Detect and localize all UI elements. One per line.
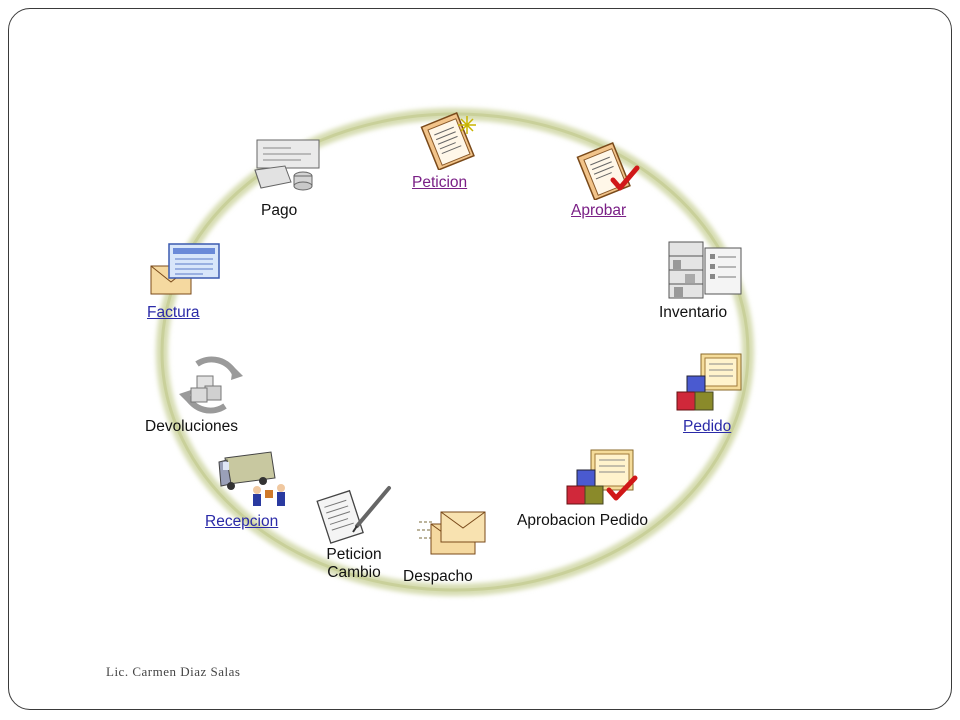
request-document-icon: [420, 112, 476, 170]
label-peticion-cambio[interactable]: Peticion Cambio: [317, 546, 391, 582]
label-pedido[interactable]: Pedido: [683, 418, 732, 435]
label-pago[interactable]: Pago: [261, 202, 298, 219]
node-despacho[interactable]: [417, 506, 489, 562]
label-peticion[interactable]: Peticion: [412, 174, 468, 191]
node-inventario[interactable]: [665, 240, 747, 300]
node-factura[interactable]: [149, 240, 223, 298]
inventory-shelves-icon: [668, 241, 742, 299]
change-request-icon: [316, 486, 391, 544]
dispatch-envelopes-icon: [417, 511, 486, 555]
invoice-envelope-icon: [150, 243, 220, 295]
label-factura[interactable]: Factura: [147, 304, 200, 321]
node-aprobacion-pedido[interactable]: [565, 446, 645, 508]
footer-author: Lic. Carmen Diaz Salas: [106, 664, 241, 679]
procurement-cycle-diagram: Peticion Aprobar: [135, 102, 776, 614]
label-devoluciones[interactable]: Devoluciones: [145, 418, 239, 435]
payment-check-icon: [254, 139, 320, 191]
label-inventario[interactable]: Inventario: [659, 304, 728, 321]
node-peticion[interactable]: [415, 110, 483, 170]
node-pedido[interactable]: [675, 350, 751, 416]
node-pago[interactable]: [251, 136, 327, 196]
reception-truck-icon: [218, 451, 285, 506]
label-recepcion[interactable]: Recepcion: [205, 513, 279, 530]
label-despacho[interactable]: Despacho: [403, 568, 473, 585]
label-aprobacion-pedido[interactable]: Aprobacion Pedido: [517, 512, 648, 529]
node-devoluciones[interactable]: [173, 354, 247, 414]
node-peticion-cambio[interactable]: [315, 484, 395, 544]
order-boxes-icon: [676, 353, 742, 411]
returns-cycle-icon: [179, 356, 243, 414]
label-peticion-cambio-line1: Peticion: [326, 546, 382, 563]
label-peticion-cambio-line2: Cambio: [327, 564, 381, 581]
order-approval-icon: [566, 449, 638, 505]
node-aprobar[interactable]: [573, 140, 645, 200]
node-recepcion[interactable]: [215, 448, 299, 510]
approve-document-icon: [576, 142, 640, 200]
label-aprobar[interactable]: Aprobar: [571, 202, 627, 219]
